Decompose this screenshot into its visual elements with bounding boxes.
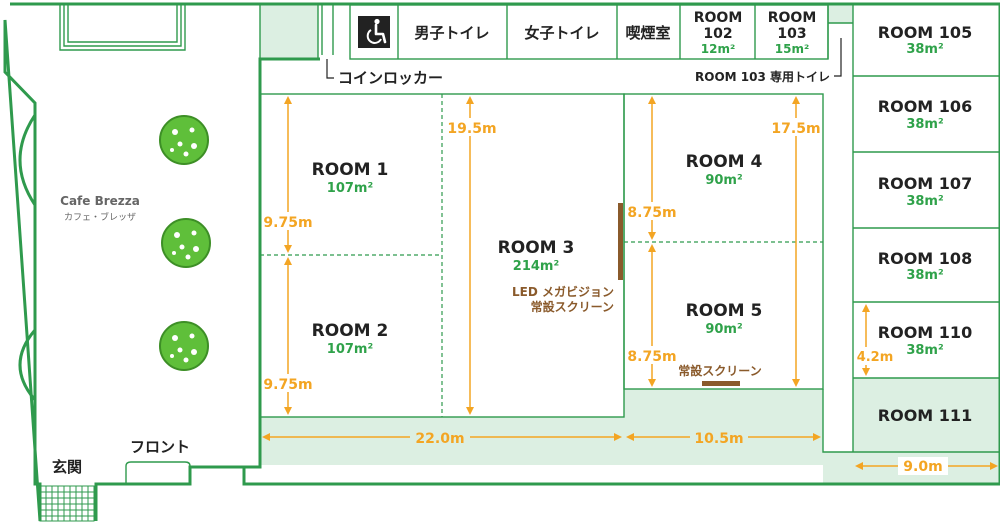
room3-area: 214m²	[513, 259, 559, 274]
dimension-width-111: 9.0m	[903, 459, 942, 475]
mens-toilet-label: 男子トイレ	[414, 24, 489, 42]
room5-name: ROOM 5	[686, 301, 763, 321]
inner-wall-left	[244, 57, 320, 469]
plant-icon	[161, 218, 211, 268]
room111-floor	[853, 378, 999, 452]
right-rooms-walls	[822, 5, 1000, 453]
dimension-room1: 9.75m	[263, 215, 312, 231]
storage-top-left	[260, 5, 318, 59]
room4-name: ROOM 4	[686, 152, 763, 172]
dimension-label-bgs	[262, 118, 948, 475]
entrance-label: 玄関	[52, 458, 82, 476]
plant-icon	[159, 115, 209, 165]
room110-area: 38m²	[906, 343, 943, 358]
room103-name-line1: ROOM	[768, 10, 817, 26]
room108-name: ROOM 108	[878, 249, 972, 268]
cafe-window-arc-2	[18, 329, 37, 401]
corridor-mid	[624, 389, 823, 419]
entrance-grid	[39, 485, 95, 522]
room103-area: 15m²	[775, 42, 809, 56]
womens-toilet-label: 女子トイレ	[524, 24, 599, 42]
room5-screen	[702, 381, 740, 386]
room5-screen-label: 常設スクリーン	[678, 363, 761, 378]
front-desk	[125, 461, 191, 484]
room103-toilet-label: ROOM 103 専用トイレ	[695, 69, 830, 84]
cafe-window-arc-1	[18, 114, 37, 206]
room110-name: ROOM 110	[878, 323, 972, 342]
dimension-room110: 4.2m	[857, 350, 894, 365]
dimension-room4: 8.75m	[627, 205, 676, 221]
coin-locker-callout	[326, 59, 334, 79]
room1-area: 107m²	[327, 181, 373, 196]
room105-name: ROOM 105	[878, 23, 972, 42]
room102-area: 12m²	[701, 42, 735, 56]
room4-area: 90m²	[705, 173, 742, 188]
dimension-room45: 17.5m	[771, 121, 820, 137]
led-screen-label-line2: 常設スクリーン	[531, 299, 614, 314]
storage-top-right	[828, 5, 853, 23]
room107-area: 38m²	[906, 194, 943, 209]
inner-wall-top	[259, 5, 319, 59]
room103-name-line2: 103	[777, 26, 806, 42]
room2-name: ROOM 2	[312, 321, 389, 341]
room102-name-line2: 102	[703, 26, 732, 42]
dimension-room5: 8.75m	[627, 349, 676, 365]
toilet-callout	[834, 38, 842, 77]
room102-name-line1: ROOM	[694, 10, 743, 26]
room5-area: 90m²	[705, 322, 742, 337]
led-megavision-screen	[618, 203, 623, 280]
led-screen-label-line1: LED メガビジョン	[512, 284, 614, 299]
room106-area: 38m²	[906, 117, 943, 132]
smoking-room-label: 喫煙室	[625, 24, 670, 42]
dimension-room2: 9.75m	[263, 377, 312, 393]
stairs-top-left	[59, 5, 186, 51]
front-desk-label: フロント	[130, 438, 190, 456]
plant-icon	[159, 321, 209, 371]
dimension-width-123: 22.0m	[415, 431, 464, 447]
wheelchair-icon	[358, 16, 390, 48]
dimension-width-45: 10.5m	[694, 431, 743, 447]
room107-name: ROOM 107	[878, 174, 972, 193]
meeting-room-walls	[259, 93, 824, 418]
room2-area: 107m²	[327, 342, 373, 357]
room108-area: 38m²	[906, 268, 943, 283]
coin-locker-label: コインロッカー	[338, 69, 443, 87]
cafe-name: Cafe Brezza	[60, 194, 140, 208]
room105-area: 38m²	[906, 42, 943, 57]
cafe-kana: カフェ・ブレッザ	[64, 211, 136, 223]
dimension-room3: 19.5m	[447, 121, 496, 137]
room111-name: ROOM 111	[878, 406, 972, 425]
room3-name: ROOM 3	[498, 238, 575, 258]
room106-name: ROOM 106	[878, 97, 972, 116]
top-service-block	[321, 4, 853, 60]
room1-name: ROOM 1	[312, 160, 389, 180]
